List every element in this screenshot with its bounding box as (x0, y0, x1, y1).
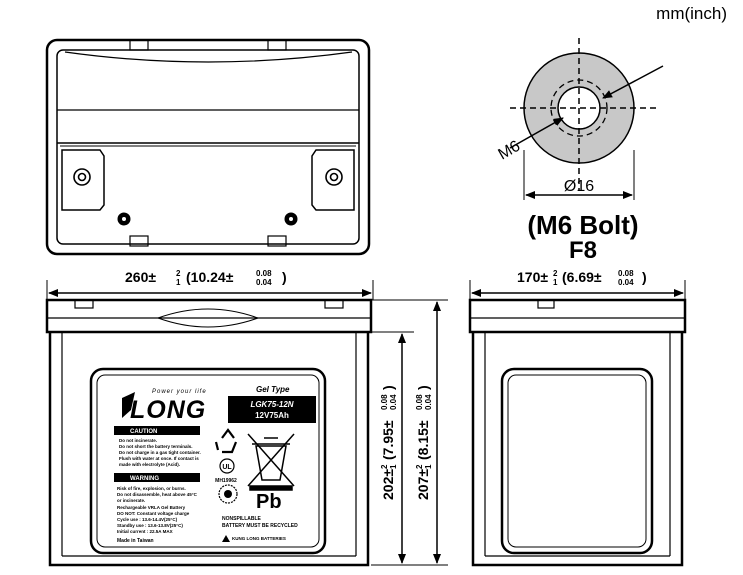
svg-text:(10.24±: (10.24± (186, 269, 234, 285)
warning-line: Do not disassemble, heat above 45°C (117, 492, 198, 497)
brand-slogan: Power your life (152, 389, 207, 395)
side-view (468, 280, 687, 567)
svg-text:UL: UL (222, 464, 232, 471)
svg-text:260±: 260± (125, 269, 156, 285)
terminal-right (325, 168, 343, 186)
svg-text:1: 1 (424, 464, 433, 469)
svg-text:(6.69±: (6.69± (562, 269, 602, 285)
top-view (45, 38, 371, 256)
svg-text:0.04: 0.04 (256, 278, 272, 287)
svg-text:2: 2 (380, 464, 389, 469)
made-in: Made in Taiwan (117, 538, 154, 544)
maker-name: KUNG LONG BATTERIES (232, 536, 286, 541)
front-view (45, 280, 374, 567)
nonspill-line-2: BATTERY MUST BE RECYCLED (222, 523, 298, 529)
warning-line: Rechargeable VRLA Gel Battery (117, 505, 186, 510)
caution-line: Do not incinerate. (119, 438, 157, 443)
terminal-detail: M6 Ø16 (M6 Bolt) F8 (496, 38, 664, 264)
svg-text:2: 2 (415, 464, 424, 469)
total-height-dimension: 207± 2 1 (8.15± 0.08 0.04 ) (415, 385, 433, 500)
svg-text:): ) (380, 385, 396, 390)
width-dimension: 170± 2 1 (6.69± 0.08 0.04 ) (517, 269, 647, 287)
length-dimension: 260± 2 1 (10.24± 0.08 0.04 ) (125, 269, 287, 287)
warning-line: Standby use : 13.6-13.8V(25°C) (117, 523, 183, 528)
recycle-icon (214, 428, 238, 454)
caution-title: CAUTION (130, 429, 157, 435)
model-number: LGK75-12N (250, 400, 293, 409)
terminal-code: F8 (569, 237, 597, 264)
warning-line: Cycle use : 13.6-14.4V(25°C) (117, 517, 178, 522)
ul-code: MH19962 (215, 478, 237, 484)
terminal-left (73, 168, 91, 186)
units-label: mm(inch) (656, 4, 727, 23)
battery-rating: 12V75Ah (255, 411, 289, 420)
warning-line: Initial current : 22.5A MAX (117, 529, 173, 534)
label-content: Power your life LONG Gel Type LGK75-12N … (114, 385, 316, 544)
case-height-dimension: 202± 2 1 (7.95± 0.08 0.04 ) (380, 385, 398, 500)
svg-text:1: 1 (389, 464, 398, 469)
svg-text:): ) (415, 385, 431, 390)
svg-text:2: 2 (176, 269, 181, 278)
crossed-bin-icon (247, 433, 295, 491)
warning-line: Risk of fire, explosion, or burns. (117, 486, 186, 491)
svg-text:0.04: 0.04 (389, 394, 398, 410)
height-dimension-lines (371, 299, 448, 566)
svg-text:1: 1 (176, 278, 181, 287)
warning-title: WARNING (130, 476, 159, 482)
svg-text:): ) (282, 269, 287, 285)
svg-text:202±: 202± (380, 469, 396, 500)
brand-logo: LONG (130, 396, 206, 424)
svg-text:0.08: 0.08 (256, 269, 272, 278)
svg-text:1: 1 (553, 278, 558, 287)
svg-text:0.04: 0.04 (618, 278, 634, 287)
caution-line: Do not short the battery terminals. (119, 444, 193, 449)
battery-type: Gel Type (256, 385, 290, 394)
svg-text:0.04: 0.04 (424, 394, 433, 410)
svg-text:(8.15±: (8.15± (415, 420, 431, 460)
svg-text:0.08: 0.08 (618, 269, 634, 278)
pb-mark: Pb (256, 491, 282, 513)
svg-text:0.08: 0.08 (380, 394, 389, 410)
svg-text:(7.95±: (7.95± (380, 420, 396, 460)
svg-text:170±: 170± (517, 269, 548, 285)
svg-text:): ) (642, 269, 647, 285)
nonspill-line-1: NONSPILLABLE (222, 516, 262, 522)
caution-line: made with electrolyte (Acid). (119, 462, 180, 467)
warning-line: or incinerate. (117, 498, 145, 503)
bolt-label: M6 (496, 138, 524, 164)
caution-line: Do not charge in a gas tight container. (119, 450, 201, 455)
diameter-label: Ø16 (564, 178, 594, 195)
caution-line: Flush with water at once. If contact is (119, 456, 199, 461)
svg-text:0.08: 0.08 (415, 394, 424, 410)
svg-text:207±: 207± (415, 469, 431, 500)
ul-mark-icon: UL (219, 458, 235, 474)
terminal-title: (M6 Bolt) (527, 210, 638, 240)
hazard-badge-icon (218, 484, 238, 504)
warning-line: DO NOT: Constant voltage charge (117, 511, 190, 516)
svg-text:2: 2 (553, 269, 558, 278)
